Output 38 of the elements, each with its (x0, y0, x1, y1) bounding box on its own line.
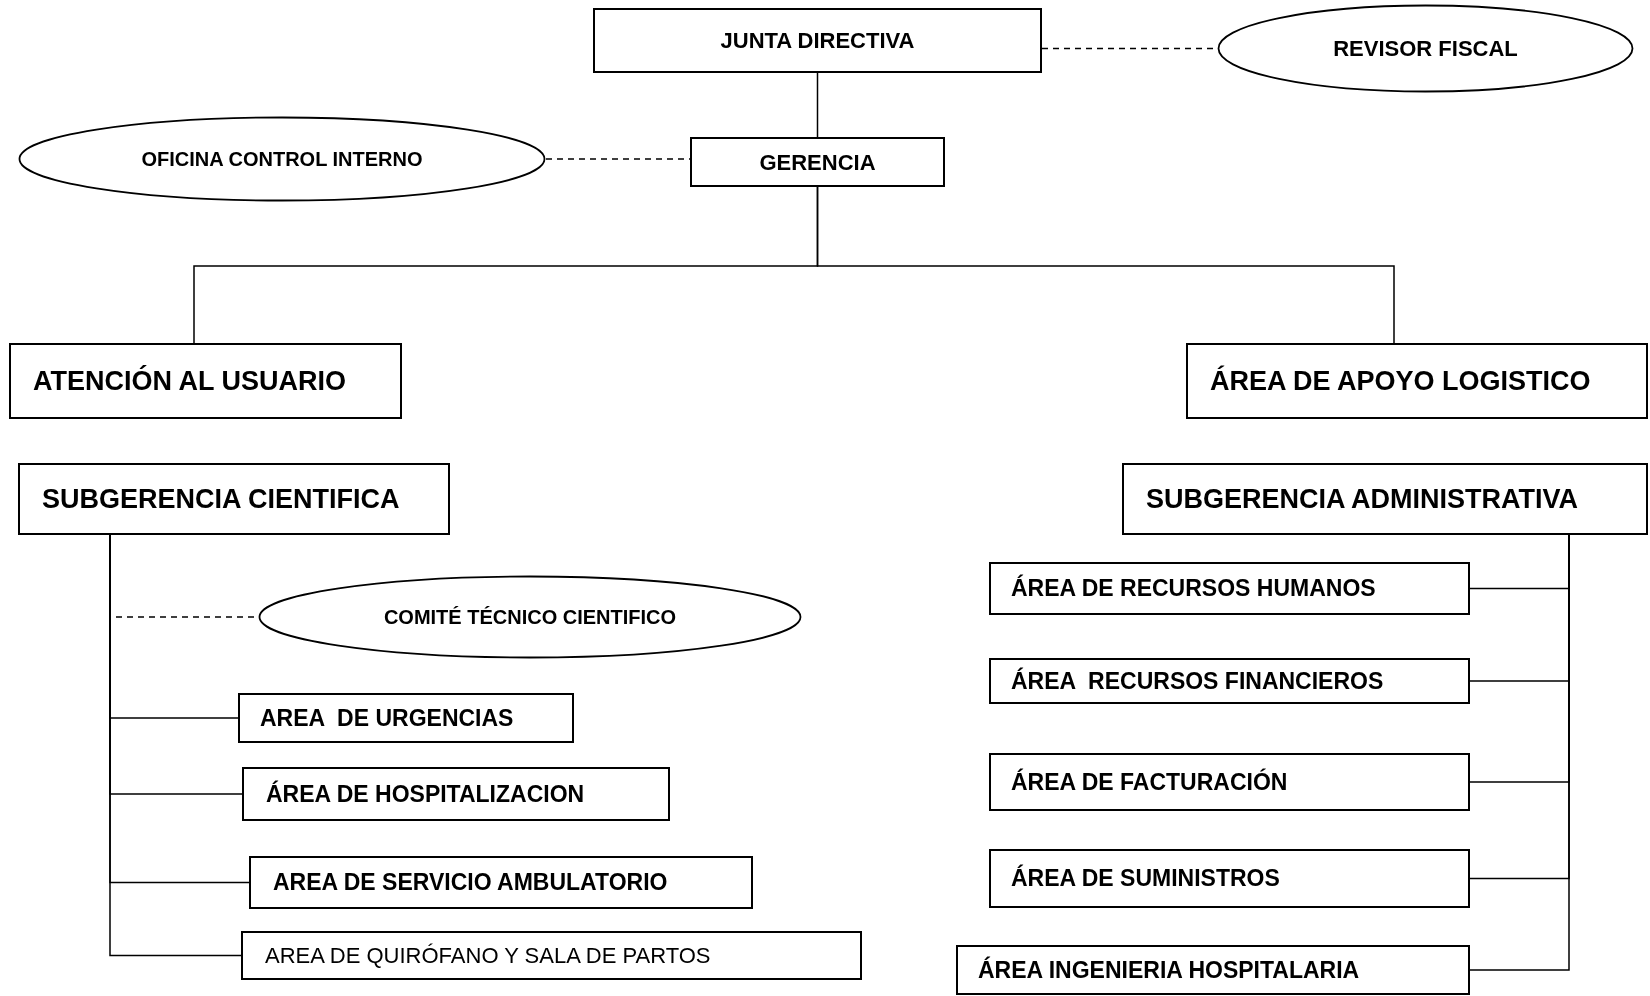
org-box (1186, 343, 1648, 419)
node-label: ATENCIÓN AL USUARIO (33, 364, 346, 398)
node-label: OFICINA CONTROL INTERNO (141, 147, 423, 172)
node-label: AREA DE SERVICIO AMBULATORIO (273, 868, 668, 898)
ellipse-node (18, 116, 546, 202)
node-label: ÁREA DE RECURSOS HUMANOS (1011, 573, 1376, 604)
node-label: ÁREA INGENIERIA HOSPITALARIA (978, 955, 1360, 985)
node-label: AREA DE URGENCIAS (260, 703, 514, 733)
node-label: ÁREA DE APOYO LOGISTICO (1210, 364, 1591, 398)
org-box (989, 849, 1470, 908)
node-label: JUNTA DIRECTIVA (720, 27, 915, 55)
org-box (241, 931, 862, 980)
org-box (1122, 463, 1648, 535)
node-label: ÁREA DE HOSPITALIZACION (266, 779, 585, 809)
node-label: ÁREA RECURSOS FINANCIEROS (1011, 666, 1384, 696)
node-label: GERENCIA (759, 148, 876, 177)
org-box (238, 693, 574, 743)
org-box (249, 856, 753, 909)
org-box (593, 8, 1042, 73)
ellipse-node (1217, 4, 1634, 93)
node-label: AREA DE QUIRÓFANO Y SALA DE PARTOS (265, 942, 711, 970)
node-label: SUBGERENCIA ADMINISTRATIVA (1146, 482, 1578, 516)
org-box (989, 753, 1470, 811)
connector-line (816, 72, 819, 138)
node-label: ÁREA DE SUMINISTROS (1011, 863, 1280, 894)
ellipse-node (258, 575, 802, 659)
org-box (989, 658, 1470, 704)
node-label: ÁREA DE FACTURACIÓN (1011, 767, 1288, 797)
org-box (18, 463, 450, 535)
org-box (9, 343, 402, 419)
node-label: REVISOR FISCAL (1333, 35, 1518, 63)
node-label: COMITÉ TÉCNICO CIENTIFICO (383, 605, 677, 630)
org-box (690, 137, 945, 187)
org-box (242, 767, 670, 821)
org-box (989, 562, 1470, 615)
node-label: SUBGERENCIA CIENTIFICA (42, 482, 400, 516)
org-box (956, 945, 1470, 995)
connector-line (816, 186, 1395, 344)
